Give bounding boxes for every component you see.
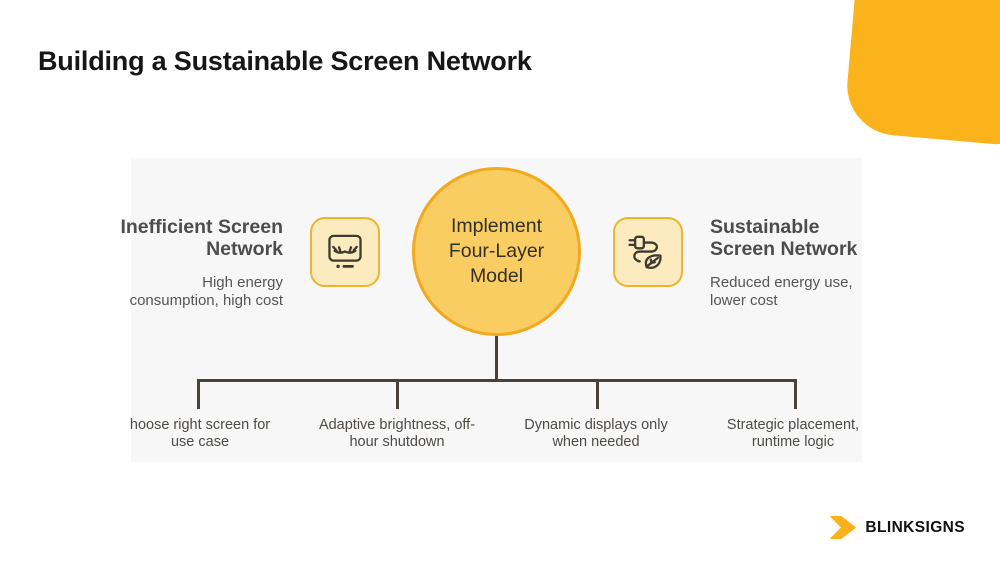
inefficient-network-heading: Inefficient Screen Network: [120, 216, 283, 260]
sleeping-monitor-icon: [310, 217, 380, 287]
brand-logo: BLINKSIGNS: [830, 516, 965, 539]
chevron-right-icon: [830, 516, 857, 539]
connector-stub-4: [794, 379, 797, 409]
corner-accent-shape: [843, 0, 1000, 149]
sustainable-network-subtext: Reduced energy use, lower cost: [710, 274, 853, 309]
sustainable-network-block: Sustainable Screen Network Reduced energ…: [710, 216, 895, 309]
central-node-label: Implement Four-Layer Model: [448, 215, 545, 287]
inefficient-network-subtext: High energy consumption, high cost: [129, 274, 283, 309]
sleeping-monitor-glyph: [328, 234, 362, 269]
central-node: Implement Four-Layer Model: [412, 167, 581, 336]
branch-label-3: Dynamic displays only when needed: [524, 417, 668, 450]
eco-plug-leaf-glyph: [628, 235, 662, 269]
inefficient-network-block: Inefficient Screen Network High energy c…: [108, 216, 283, 309]
connector-stub-1: [197, 379, 200, 409]
eco-plug-leaf-icon: [613, 217, 683, 287]
connector-stub-3: [596, 379, 599, 409]
connector-horizontal: [197, 379, 797, 382]
connector-stub-2: [396, 379, 399, 409]
branch-label-4: Strategic placement, runtime logic: [726, 417, 860, 450]
page-title: Building a Sustainable Screen Network: [38, 46, 532, 76]
connector-vertical: [495, 336, 498, 380]
branch-label-2: Adaptive brightness, off- hour shutdown: [318, 417, 476, 450]
sustainable-network-heading: Sustainable Screen Network: [710, 216, 858, 260]
branch-label-1: hoose right screen for use case: [129, 417, 271, 450]
brand-logo-text: BLINKSIGNS: [865, 518, 965, 536]
